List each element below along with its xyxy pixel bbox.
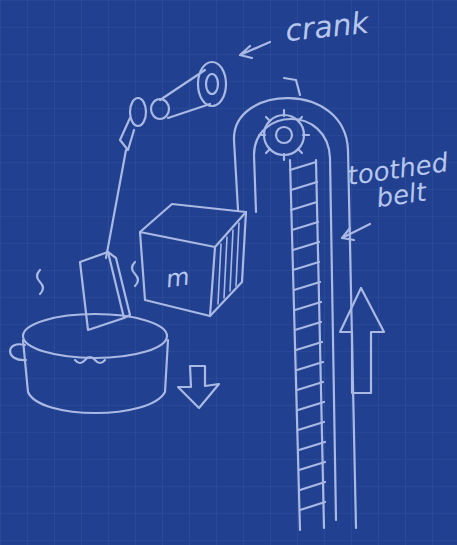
gear [259, 110, 309, 160]
tower-top [284, 78, 300, 95]
belt-edges [290, 160, 324, 530]
mass-cube [140, 204, 246, 316]
crank-leader [240, 42, 270, 58]
hanging-block [80, 252, 130, 330]
rope [106, 150, 126, 258]
pot [10, 314, 168, 413]
down-arrow [178, 366, 219, 408]
mass-box: m [150, 252, 206, 304]
crank-symbol [120, 62, 226, 150]
mass-label: m [164, 263, 191, 294]
heat-lines [37, 262, 138, 294]
belt-teeth [290, 162, 325, 510]
up-arrow [340, 288, 384, 393]
belt-leader [342, 224, 370, 240]
